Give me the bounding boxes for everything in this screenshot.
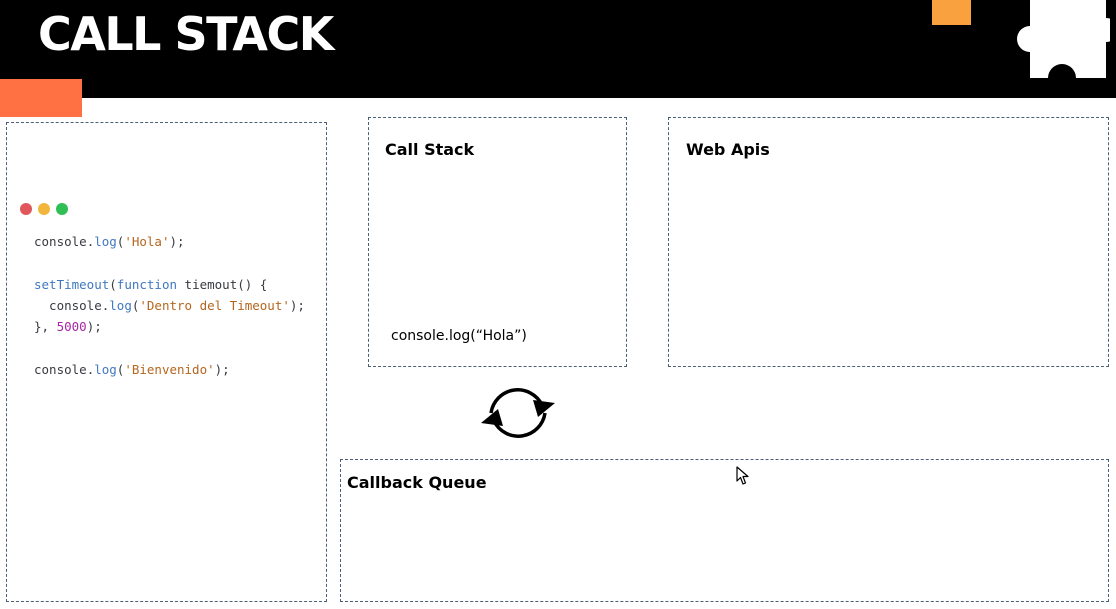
code-token: function <box>116 276 178 292</box>
code-token: 'Dentro del Timeout' <box>139 297 290 313</box>
code-token: ); <box>86 319 102 335</box>
code-token: ); <box>289 297 305 313</box>
puzzle-piece-icon <box>1017 0 1110 78</box>
window-controls <box>20 203 68 215</box>
header-bar: CALL STACK <box>0 0 1116 98</box>
code-token: ( <box>109 276 117 292</box>
code-token: 5000 <box>56 319 87 335</box>
code-line <box>34 337 305 358</box>
code-token: }, <box>34 319 57 335</box>
code-token: log <box>94 234 117 249</box>
code-line: setTimeout(function tiemout() { <box>34 274 305 295</box>
code-token: ); <box>214 361 230 377</box>
code-token: ( <box>116 361 125 377</box>
code-token: console <box>34 234 87 249</box>
code-line <box>34 252 305 273</box>
code-token: ( <box>116 234 125 249</box>
code-token: . <box>101 297 110 313</box>
code-line: console.log('Hola'); <box>34 231 305 252</box>
code-line: }, 5000); <box>34 316 305 337</box>
code-token: log <box>109 297 132 313</box>
code-token: ); <box>169 234 185 249</box>
page-title: CALL STACK <box>38 7 334 61</box>
code-token: console <box>34 297 102 313</box>
callback-queue-box: Callback Queue <box>340 459 1109 602</box>
code-token: setTimeout <box>34 276 110 292</box>
code-panel: console.log('Hola');setTimeout(function … <box>6 122 327 602</box>
event-loop-cycle-icon <box>481 388 555 438</box>
orange-accent-square <box>932 0 971 25</box>
web-apis-box: Web Apis <box>668 117 1109 367</box>
code-token: ( <box>131 297 140 313</box>
minimize-dot-icon <box>38 203 50 215</box>
code-line: console.log('Dentro del Timeout'); <box>34 295 305 316</box>
callback-queue-heading: Callback Queue <box>347 473 487 492</box>
code-token: tiemout() { <box>177 276 268 292</box>
code-token: log <box>94 361 117 377</box>
code-token: 'Hola' <box>124 234 170 249</box>
mouse-cursor-icon <box>736 466 749 485</box>
code-token: 'Bienvenido' <box>124 361 215 377</box>
call-stack-box: Call Stack console.log(“Hola”) <box>368 117 627 367</box>
coral-accent-rectangle <box>0 79 82 117</box>
code-token: . <box>86 234 95 249</box>
code-block: console.log('Hola');setTimeout(function … <box>34 231 305 380</box>
code-token: . <box>86 361 95 377</box>
web-apis-heading: Web Apis <box>686 140 770 159</box>
close-dot-icon <box>20 203 32 215</box>
code-token: console <box>34 361 87 377</box>
call-stack-heading: Call Stack <box>385 140 475 159</box>
maximize-dot-icon <box>56 203 68 215</box>
call-stack-frame: console.log(“Hola”) <box>391 328 527 344</box>
code-line: console.log('Bienvenido'); <box>34 359 305 380</box>
